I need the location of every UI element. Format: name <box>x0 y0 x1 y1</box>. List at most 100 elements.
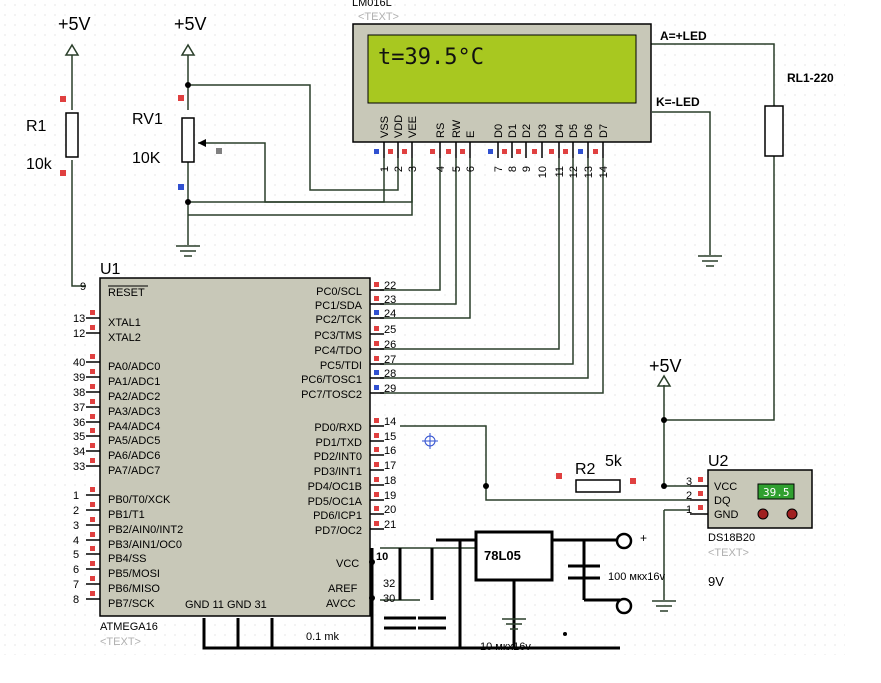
u1-left-pin-state <box>90 310 95 315</box>
regulator-ref: 78L05 <box>484 548 521 563</box>
lcd-pin-state <box>488 149 493 154</box>
input-voltage-label: 9V <box>708 574 724 589</box>
u1-left-pin-number: 13 <box>73 313 85 325</box>
u1-right-pin-state <box>374 521 379 526</box>
u1-right-pin-state <box>374 506 379 511</box>
u1-right-pin-state <box>374 477 379 482</box>
u2-up-button <box>786 508 798 520</box>
u1-right-pin-number: 28 <box>384 368 396 380</box>
u1-left-pin-number: 1 <box>73 490 79 502</box>
u1-left-pin-number: 34 <box>73 446 85 458</box>
regulator-78l05[interactable]: 78L05 <box>474 530 554 582</box>
lcd-pin-name: D4 <box>554 124 566 138</box>
lcd-pin-name: D3 <box>537 124 549 138</box>
u1-right-pin-state <box>374 341 379 346</box>
u1-left-pin-state <box>90 414 95 419</box>
cap-bypass-2 <box>418 616 446 630</box>
wire-d6 <box>380 158 589 379</box>
u1-reset-name: RESET <box>108 287 145 299</box>
u1-model: ATMEGA16 <box>100 621 158 633</box>
u1-left-pin-state <box>90 591 95 596</box>
rv1-potentiometer[interactable]: RV1 10K <box>132 95 222 190</box>
lcd-pin-state <box>593 149 598 154</box>
lcd-pins: VSS1VDD2VEE3RS4RW5E6D07D18D29D310D411D51… <box>374 115 610 178</box>
u1-right-pin-name: PD5/OC1A <box>308 496 363 508</box>
u1-avcc-name: AVCC <box>326 598 356 610</box>
u1-left-pin-state <box>90 532 95 537</box>
u2-down-button <box>757 508 769 520</box>
u1-left-pin-name: PA5/ADC5 <box>108 435 160 447</box>
r1-value: 10k <box>26 156 53 173</box>
u1-vcc-name: VCC <box>336 558 359 570</box>
u1-right-pin-name: PD3/INT1 <box>314 466 362 478</box>
cap-big <box>568 564 600 580</box>
relay-rl1[interactable]: RL1-220 <box>764 71 834 157</box>
wire-d7 <box>380 158 604 394</box>
u1-right-pin-name: PD4/OC1B <box>308 481 362 493</box>
rv1-ref: RV1 <box>132 111 163 128</box>
ground-symbols <box>176 245 722 630</box>
u1-left-pin-name: PB5/MOSI <box>108 568 160 580</box>
input-terminals[interactable]: + 9V <box>615 531 724 615</box>
u1-right-pin-number: 15 <box>384 431 396 443</box>
lcd-pin-number: 14 <box>598 166 610 178</box>
u2-pin-state <box>698 505 703 510</box>
lcd-pin-number: 9 <box>521 166 533 172</box>
u1-left-pin-name: PA2/ADC2 <box>108 391 160 403</box>
u1-right-pin-name: PD6/ICP1 <box>313 510 362 522</box>
lcd-pin-number: 3 <box>407 166 419 172</box>
wire-d4 <box>380 158 560 350</box>
supply-label-r1: +5V <box>58 14 91 34</box>
u1-left-pin-state <box>90 561 95 566</box>
u1-right-pin-name: PD7/OC2 <box>315 525 362 537</box>
r1-resistor[interactable]: R1 10k <box>26 96 79 176</box>
r2-value: 5k <box>605 453 623 470</box>
lcd-module[interactable]: LM016L <TEXT> t=39.5°C VSS1VDD2VEE3RS4RW… <box>352 0 652 178</box>
u1-left-pin-name: PB4/SS <box>108 553 147 565</box>
u1-right-pin-number: 24 <box>384 308 396 320</box>
lcd-display-text: t=39.5°C <box>378 45 484 70</box>
u1-right-pin-number: 27 <box>384 354 396 366</box>
u1-left-pin-number: 2 <box>73 505 79 517</box>
u2-reading: 39.5 <box>763 486 790 499</box>
lcd-pin-name: D7 <box>598 124 610 138</box>
wire-rs <box>380 158 441 291</box>
u1-left-pin-name: PA4/ADC4 <box>108 421 160 433</box>
u1-right-pin-state <box>374 447 379 452</box>
u1-left-pin-state <box>90 354 95 359</box>
u1-left-pin-name: PB1/T1 <box>108 509 145 521</box>
ground-reg <box>502 618 526 630</box>
lcd-pin-number: 13 <box>583 166 595 178</box>
u1-left-pin-number: 7 <box>73 579 79 591</box>
u1-left-pin-number: 37 <box>73 402 85 414</box>
u2-ref: U2 <box>708 453 729 470</box>
u2-pin-state <box>698 477 703 482</box>
lcd-pin-state <box>388 149 393 154</box>
r2-resistor[interactable]: R2 5k <box>556 453 636 493</box>
u1-ref: U1 <box>100 261 121 278</box>
u1-left-pin-state <box>90 458 95 463</box>
junctions <box>185 82 667 636</box>
capacitors[interactable] <box>384 564 600 630</box>
lcd-pin-number: 12 <box>568 166 580 178</box>
probe-cursor-icon <box>422 433 438 449</box>
wires[interactable] <box>71 43 775 618</box>
u1-left-pin-name: PA6/ADC6 <box>108 450 160 462</box>
wire-anode <box>640 43 775 106</box>
u1-vcc-num: 10 <box>376 551 388 563</box>
u1-left-pin-name: PB0/T0/XCK <box>108 494 171 506</box>
lcd-anode-label: A=+LED <box>660 29 707 43</box>
u1-placeholder: <TEXT> <box>100 636 141 648</box>
u1-left-pin-number: 40 <box>73 357 85 369</box>
u1-right-pin-number: 17 <box>384 460 396 472</box>
u2-pin-name: GND <box>714 509 739 521</box>
supply-u2: +5V <box>649 356 682 387</box>
u1-left-pin-number: 6 <box>73 564 79 576</box>
lcd-pin-state <box>402 149 407 154</box>
lcd-pin-state <box>374 149 379 154</box>
lcd-pin-number: 2 <box>393 166 405 172</box>
supply-label-u2: +5V <box>649 356 682 376</box>
